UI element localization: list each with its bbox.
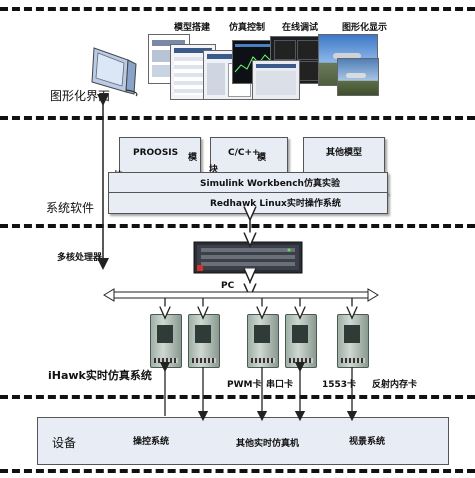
model-box-other [303, 137, 385, 173]
screenshot-thumbnail [337, 58, 379, 96]
devices-label: 设备 [52, 436, 77, 450]
device-other-simulator: 其他实时仿真机 [236, 439, 300, 449]
layer-divider-ui-software [0, 116, 475, 120]
device-visual-system: 视景系统 [349, 437, 386, 447]
layer-divider-software-hardware [0, 224, 475, 228]
software-layer-label: 系统软件 [46, 201, 95, 215]
model-proosis-suffix: 模 [188, 153, 198, 163]
layer-divider-bottom [0, 469, 475, 473]
processor-label: 多核处理器 [57, 253, 103, 263]
card-label-pwm: PWM卡 [227, 380, 262, 390]
interface-card [188, 314, 220, 368]
model-other-label: 其他模型 [326, 148, 363, 158]
model-cpp-suffix: 模 [257, 153, 267, 163]
model-box-cpp [210, 137, 288, 173]
ihawk-label: iHawk实时仿真系统 [48, 369, 152, 382]
card-label-serial: 串口卡 [266, 380, 294, 390]
ui-layer-label: 图形化界面 [50, 89, 111, 103]
workbench-label: Simulink Workbench仿真实验 [200, 179, 340, 189]
block-char-right: 块 [209, 165, 219, 175]
model-cpp-label: C/C++ [228, 148, 260, 158]
ui-item-model-build: 模型搭建 [174, 23, 211, 33]
model-proosis-label: PROOSIS [133, 148, 179, 158]
linux-label: Redhawk Linux实时操作系统 [210, 199, 341, 209]
ui-item-online-debug: 在线调试 [282, 23, 319, 33]
interface-card-pwm [247, 314, 279, 368]
ui-item-sim-control: 仿真控制 [229, 23, 266, 33]
ui-item-graphic-display: 图形化显示 [342, 23, 388, 33]
interface-card-serial [285, 314, 317, 368]
device-control-system: 操控系统 [133, 437, 170, 447]
card-label-reflective-memory: 反射内存卡 [372, 380, 418, 390]
screenshot-thumbnail [252, 60, 300, 100]
bus-label: PC [221, 281, 235, 291]
layer-divider-top [0, 7, 475, 11]
model-box-proosis [119, 137, 201, 173]
layer-divider-hardware-devices [0, 395, 475, 399]
monitor-icon [91, 47, 138, 97]
devices-box [37, 417, 449, 465]
interface-card [150, 314, 182, 368]
pc-bus [111, 291, 371, 299]
card-label-1553: 1553卡 [322, 380, 357, 390]
